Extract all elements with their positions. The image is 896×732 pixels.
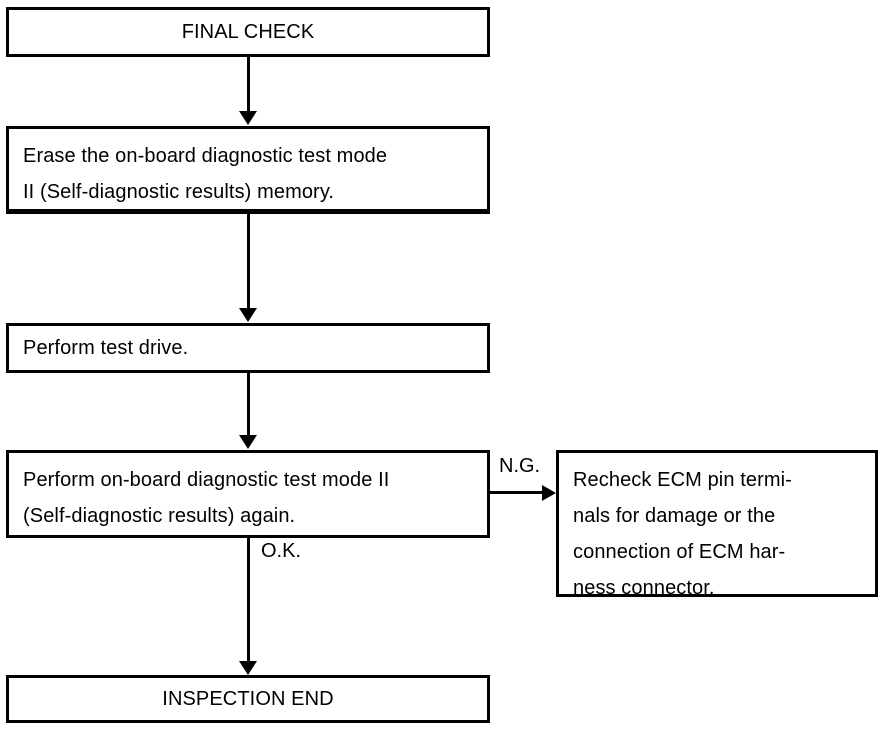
node-final-check-label: FINAL CHECK bbox=[181, 21, 315, 43]
connector-retest-to-end bbox=[247, 538, 250, 663]
node-final-check: FINAL CHECK bbox=[6, 7, 490, 57]
node-perform-test-drive: Perform test drive. bbox=[6, 323, 490, 373]
arrowhead-down-icon bbox=[239, 308, 257, 322]
arrowhead-down-icon bbox=[239, 435, 257, 449]
node-erase-memory: Erase the on-board diagnostic test mode … bbox=[6, 126, 490, 214]
connector-retest-to-recheck bbox=[490, 491, 543, 494]
node-retest-diagnostic-label: Perform on-board diagnostic test mode II… bbox=[23, 469, 390, 527]
arrowhead-down-icon bbox=[239, 111, 257, 125]
node-retest-diagnostic: Perform on-board diagnostic test mode II… bbox=[6, 450, 490, 538]
node-inspection-end: INSPECTION END bbox=[6, 675, 490, 723]
arrowhead-right-icon bbox=[542, 485, 556, 501]
edge-label-ok: O.K. bbox=[261, 540, 302, 562]
connector-test-drive-to-retest bbox=[247, 373, 250, 436]
connector-final-check-to-erase bbox=[247, 57, 250, 113]
edge-label-ng: N.G. bbox=[499, 455, 541, 477]
node-inspection-end-label: INSPECTION END bbox=[162, 688, 334, 710]
node-perform-test-drive-label: Perform test drive. bbox=[23, 337, 189, 359]
node-erase-memory-label: Erase the on-board diagnostic test mode … bbox=[23, 145, 388, 203]
arrowhead-down-icon bbox=[239, 661, 257, 675]
node-recheck-ecm-label: Recheck ECM pin termi- nals for damage o… bbox=[573, 469, 792, 599]
node-recheck-ecm: Recheck ECM pin termi- nals for damage o… bbox=[556, 450, 878, 599]
connector-erase-to-test-drive bbox=[247, 214, 250, 309]
